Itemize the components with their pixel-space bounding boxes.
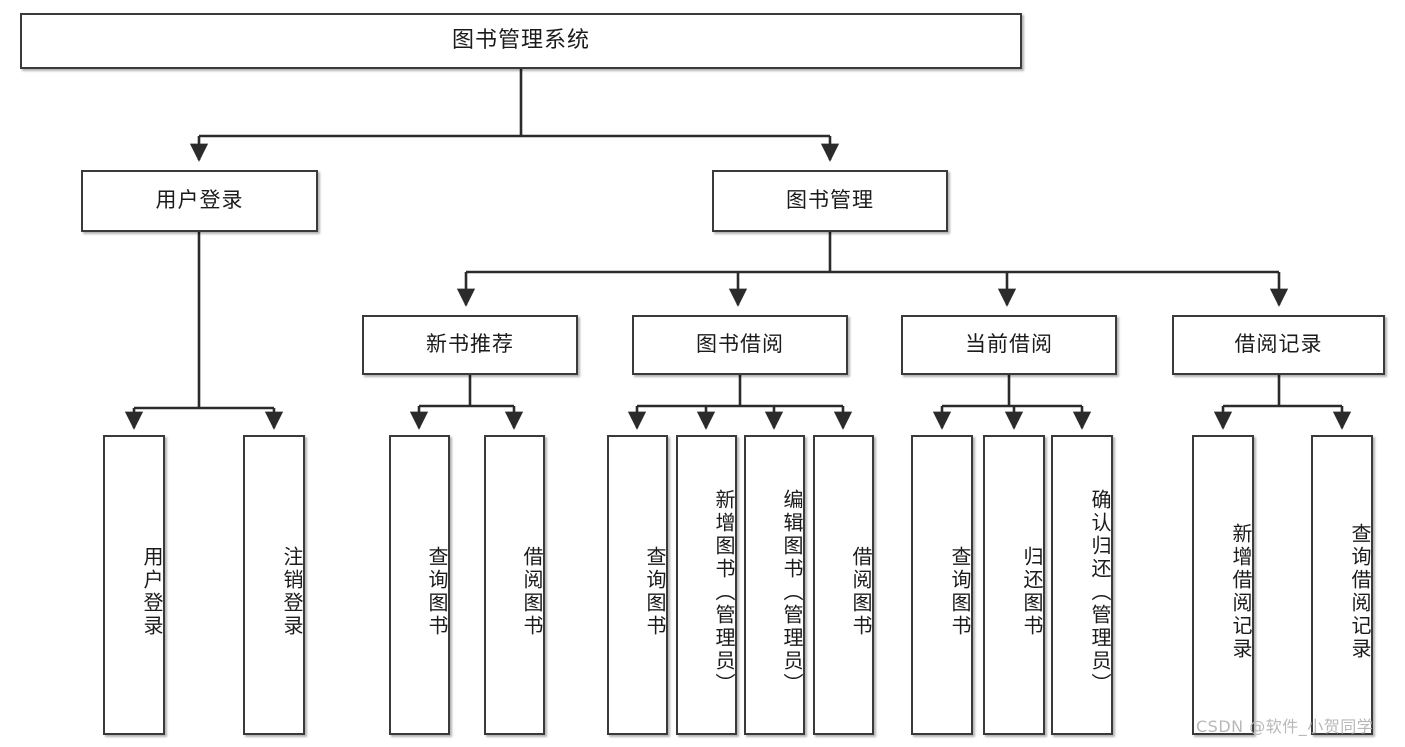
leaf-label: 借阅图书: [520, 546, 544, 638]
node-book-manage[interactable]: 图书管理: [712, 170, 948, 232]
node-leaf-logout[interactable]: 注销登录: [243, 435, 305, 735]
node-leaf-add-book[interactable]: 新增图书（管理员）: [676, 435, 737, 735]
watermark-text: CSDN @软件_小贺同学: [1196, 717, 1374, 736]
leaf-label: 新增图书（管理员）: [712, 488, 736, 696]
node-leaf-query-record[interactable]: 查询借阅记录: [1311, 435, 1373, 735]
leaf-label: 编辑图书（管理员）: [780, 488, 804, 696]
node-root-system[interactable]: 图书管理系统: [20, 13, 1022, 69]
node-leaf-query-book-3[interactable]: 查询图书: [911, 435, 973, 735]
node-leaf-confirm-return[interactable]: 确认归还（管理员）: [1051, 435, 1113, 735]
leaf-label: 查询借阅记录: [1348, 523, 1372, 661]
leaf-label: 新增借阅记录: [1229, 523, 1253, 661]
leaf-label: 确认归还（管理员）: [1088, 488, 1112, 696]
leaf-label: 借阅图书: [849, 546, 873, 638]
node-borrow-record[interactable]: 借阅记录: [1172, 315, 1385, 375]
node-leaf-query-book-2[interactable]: 查询图书: [607, 435, 668, 735]
leaf-label: 归还图书: [1020, 546, 1044, 638]
leaf-label: 查询图书: [948, 546, 972, 638]
node-user-login[interactable]: 用户登录: [81, 170, 318, 232]
node-current-borrow[interactable]: 当前借阅: [901, 315, 1117, 375]
node-leaf-borrow-book-1[interactable]: 借阅图书: [484, 435, 545, 735]
leaf-label: 注销登录: [280, 546, 304, 638]
node-leaf-add-record[interactable]: 新增借阅记录: [1192, 435, 1254, 735]
node-new-book-rec[interactable]: 新书推荐: [362, 315, 578, 375]
node-leaf-user-login[interactable]: 用户登录: [103, 435, 165, 735]
node-book-borrow[interactable]: 图书借阅: [632, 315, 848, 375]
leaf-label: 用户登录: [140, 546, 164, 638]
node-leaf-edit-book[interactable]: 编辑图书（管理员）: [744, 435, 805, 735]
node-leaf-borrow-book-2[interactable]: 借阅图书: [813, 435, 874, 735]
node-leaf-return-book[interactable]: 归还图书: [983, 435, 1045, 735]
node-leaf-query-book-1[interactable]: 查询图书: [389, 435, 450, 735]
leaf-label: 查询图书: [425, 546, 449, 638]
leaf-label: 查询图书: [643, 546, 667, 638]
